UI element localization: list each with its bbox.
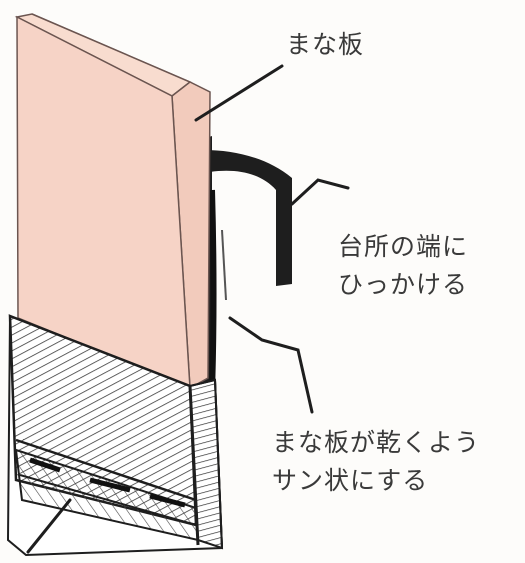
label-hook-line-2: ひっかける — [338, 270, 469, 299]
label-hook-on-kitchen-edge: 台所の端に ひっかける — [338, 228, 468, 304]
label-hook-line-1: 台所の端に — [338, 232, 469, 261]
leader-line-slats — [228, 316, 314, 414]
label-dry-line-1: まな板が乾くよう — [272, 428, 481, 457]
leader-line-board — [194, 64, 284, 122]
slatted-base — [6, 314, 224, 557]
label-dry-line-2: サン状にする — [272, 466, 429, 495]
leader-line-base — [26, 498, 72, 554]
leader-lines — [26, 64, 350, 554]
leader-line-hook — [290, 178, 350, 206]
label-cutting-board-text: まな板 — [286, 30, 365, 59]
label-slats-for-drying: まな板が乾くよう サン状にする — [272, 424, 480, 500]
hook-bracket — [200, 136, 292, 395]
label-cutting-board: まな板 — [286, 26, 364, 64]
